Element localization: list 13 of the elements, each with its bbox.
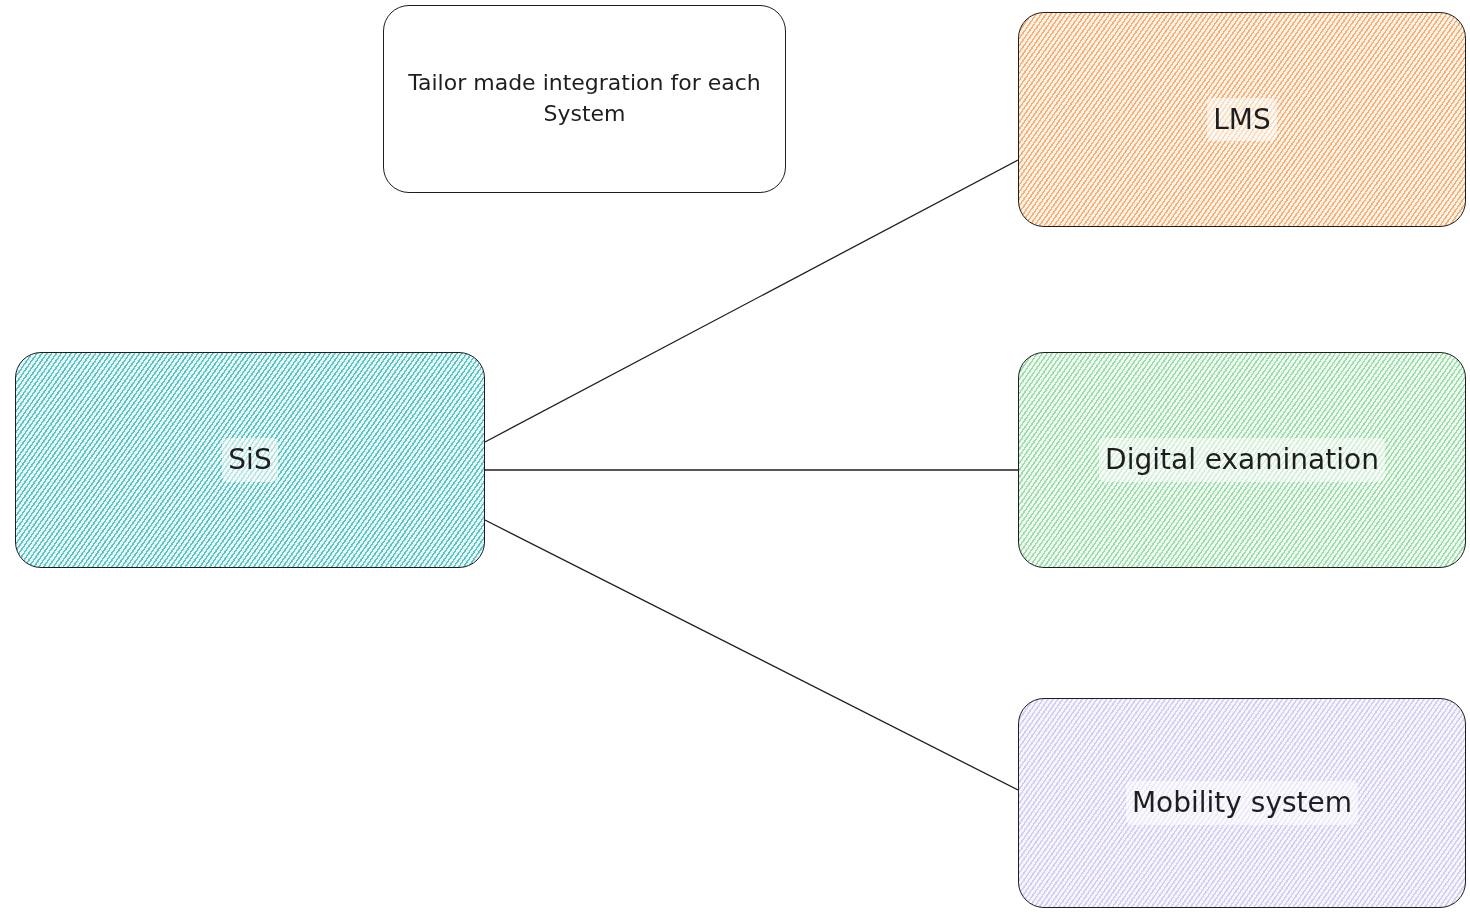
connector-line	[484, 469, 1019, 471]
box-label: Digital examination	[1099, 438, 1385, 482]
box-label: SiS	[222, 438, 278, 482]
box-label: LMS	[1207, 97, 1277, 142]
system-box	[1018, 12, 1466, 227]
connector-line	[484, 159, 1019, 443]
system-box	[1018, 698, 1466, 908]
system-box	[15, 352, 485, 568]
note-box	[383, 5, 786, 193]
connector-line	[484, 519, 1019, 791]
system-box	[1018, 352, 1466, 568]
box-label: Tailor made integration for each System	[407, 69, 762, 128]
box-label: Mobility system	[1125, 781, 1359, 825]
